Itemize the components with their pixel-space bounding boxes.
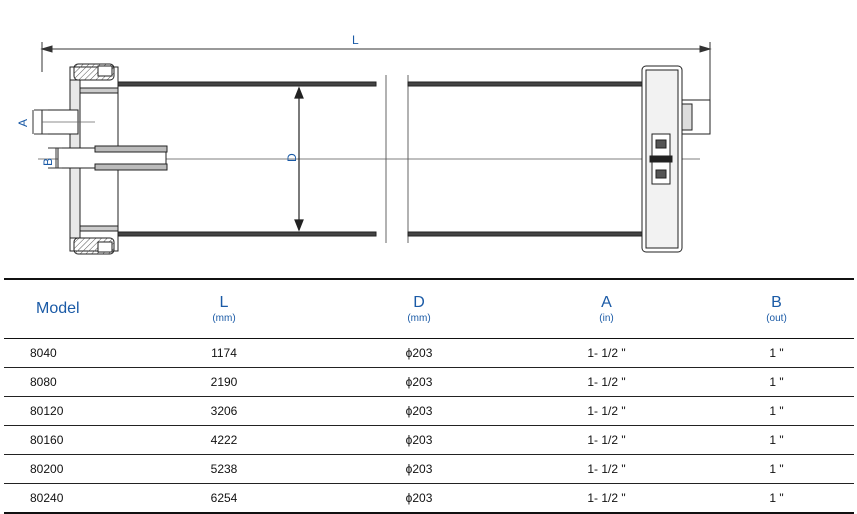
header-a: A (in) [599, 293, 614, 324]
table-header-rule [4, 338, 854, 339]
header-model: Model [36, 300, 80, 317]
cell-b: 1 " [699, 396, 854, 426]
cell-model: 8080 [4, 367, 124, 397]
table-row: 80240 6254 ϕ203 1- 1/2 " 1 " [4, 483, 854, 514]
cell-a: 1- 1/2 " [514, 396, 699, 426]
table-row: 8080 2190 ϕ203 1- 1/2 " 1 " [4, 367, 854, 397]
port-a-label: A [16, 119, 30, 127]
cell-b: 1 " [699, 367, 854, 397]
cell-model: 80160 [4, 425, 124, 455]
cell-b: 1 " [699, 339, 854, 368]
spec-table: Model L (mm) D (mm) A (in) B (out) 8040 … [4, 279, 854, 514]
cell-a: 1- 1/2 " [514, 483, 699, 514]
cell-d: ϕ203 [324, 483, 514, 514]
cell-model: 80240 [4, 483, 124, 514]
cell-model: 8040 [4, 339, 124, 368]
length-label: L [352, 33, 359, 47]
cell-d: ϕ203 [324, 339, 514, 368]
cell-a: 1- 1/2 " [514, 367, 699, 397]
diameter-label: D [285, 153, 299, 162]
table-row: 80200 5238 ϕ203 1- 1/2 " 1 " [4, 454, 854, 484]
cell-l: 5238 [124, 454, 324, 484]
cell-d: ϕ203 [324, 454, 514, 484]
cell-l: 2190 [124, 367, 324, 397]
cell-l: 4222 [124, 425, 324, 455]
cell-l: 6254 [124, 483, 324, 514]
cell-model: 80120 [4, 396, 124, 426]
cell-b: 1 " [699, 483, 854, 514]
membrane-housing-drawing: L A [16, 33, 712, 255]
cell-b: 1 " [699, 425, 854, 455]
header-d: D (mm) [407, 293, 431, 324]
header-l: L (mm) [212, 293, 236, 324]
table-top-rule [4, 278, 854, 280]
right-end-cap [641, 65, 711, 253]
header-b: B (out) [766, 293, 787, 324]
table-header-row: Model L (mm) D (mm) A (in) B (out) [4, 279, 854, 339]
cell-b: 1 " [699, 454, 854, 484]
cell-a: 1- 1/2 " [514, 454, 699, 484]
cell-l: 1174 [124, 339, 324, 368]
diameter-dimension [294, 86, 304, 232]
table-row: 80160 4222 ϕ203 1- 1/2 " 1 " [4, 425, 854, 455]
cell-d: ϕ203 [324, 425, 514, 455]
cell-l: 3206 [124, 396, 324, 426]
length-dimension [40, 42, 712, 110]
port-b-label: B [41, 158, 55, 166]
cell-d: ϕ203 [324, 367, 514, 397]
cell-a: 1- 1/2 " [514, 339, 699, 368]
permeate-tube [48, 145, 168, 171]
cell-model: 80200 [4, 454, 124, 484]
feed-port [32, 109, 95, 135]
cell-d: ϕ203 [324, 396, 514, 426]
cell-a: 1- 1/2 " [514, 425, 699, 455]
table-row: 80120 3206 ϕ203 1- 1/2 " 1 " [4, 396, 854, 426]
table-row: 8040 1174 ϕ203 1- 1/2 " 1 " [4, 339, 854, 368]
